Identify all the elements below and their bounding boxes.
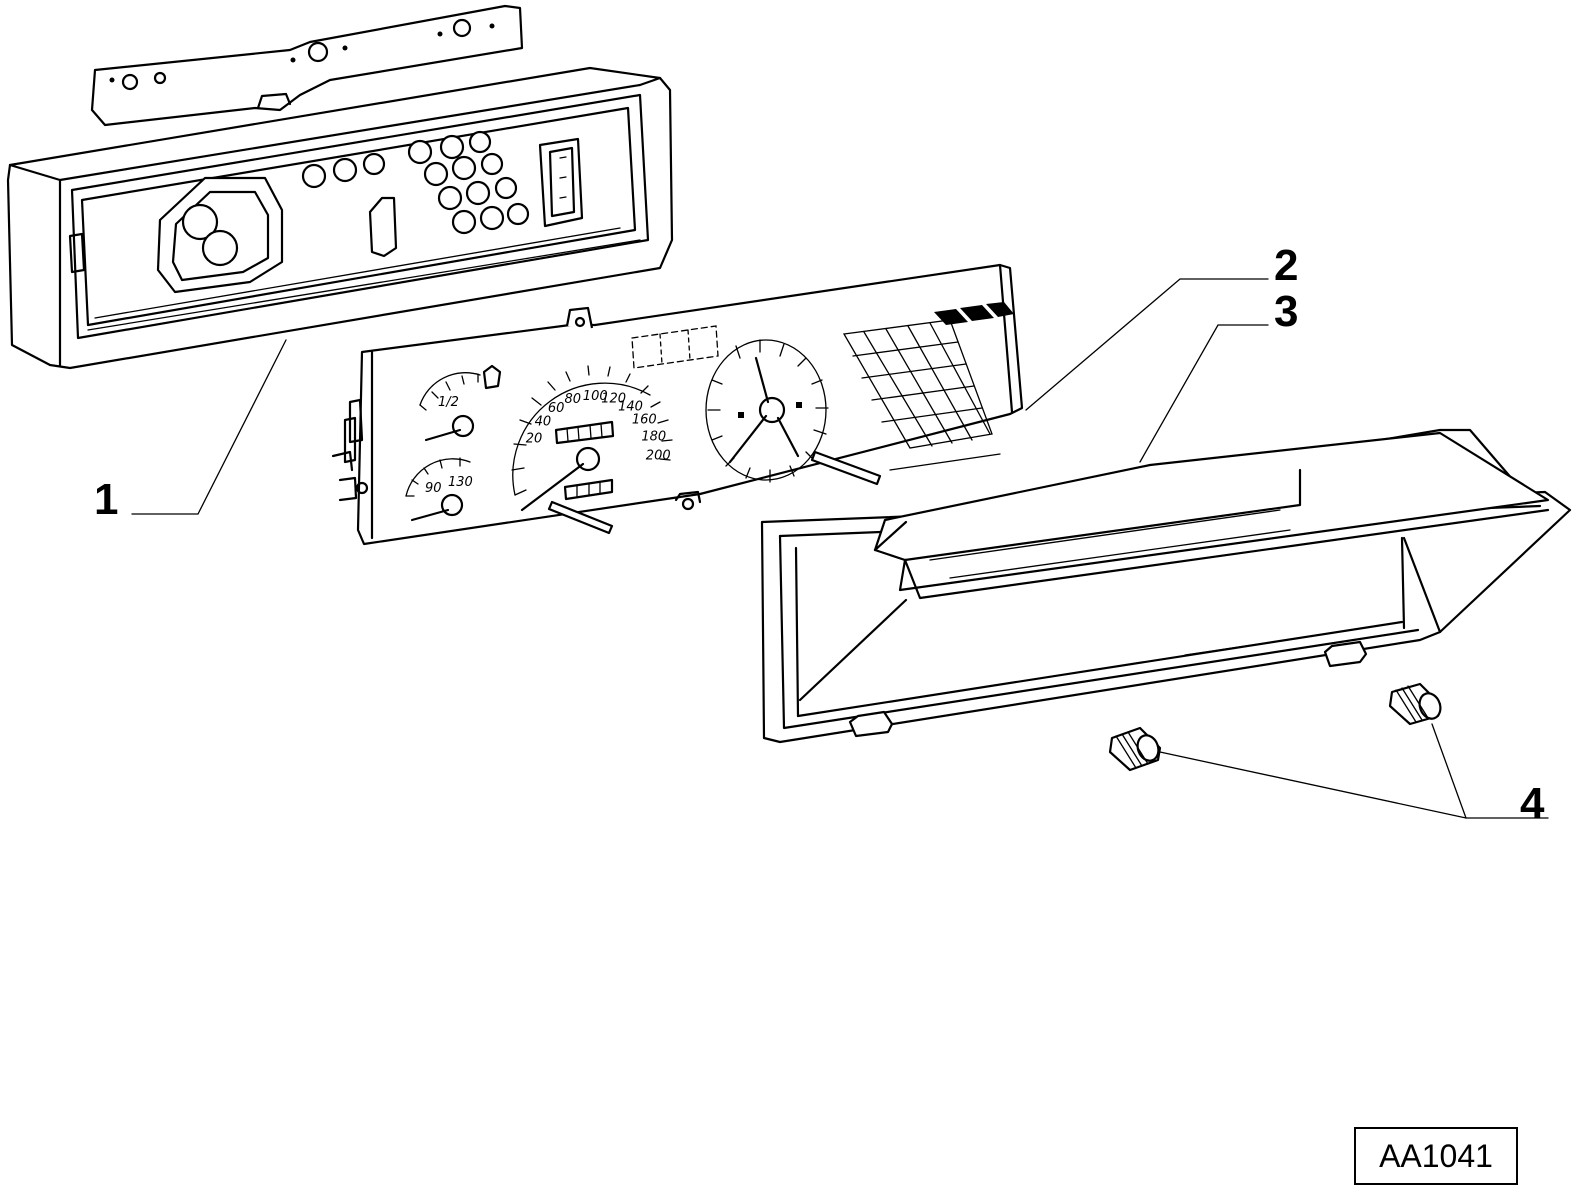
speedo-label-20: 20 xyxy=(526,432,543,447)
leader-3 xyxy=(1139,324,1269,463)
leader-2 xyxy=(1025,278,1269,411)
speedo-label-140: 140 xyxy=(618,400,643,415)
temp-label-130: 130 xyxy=(448,475,473,490)
housing-body xyxy=(6,66,674,370)
knob-left xyxy=(1108,726,1162,772)
leader-4a xyxy=(1159,751,1549,819)
circuit-strip-holes xyxy=(109,18,495,91)
callout-3: 3 xyxy=(1274,287,1298,336)
callout-4: 4 xyxy=(1520,779,1545,828)
leader-lines xyxy=(131,278,1549,819)
fuel-gauge: 1/2 xyxy=(419,364,502,442)
circuit-strip xyxy=(90,4,524,127)
leader-4b xyxy=(1431,723,1467,819)
fuel-gauge-label: 1/2 xyxy=(438,395,459,410)
speedo-label-120: 120 xyxy=(601,392,626,407)
speedo-label-180: 180 xyxy=(641,429,666,444)
leader-1 xyxy=(131,339,287,515)
temp-gauge: 90 130 xyxy=(405,457,473,522)
rear-housing-part-1 xyxy=(6,4,674,370)
knob-right xyxy=(1388,682,1442,726)
callout-2: 2 xyxy=(1274,241,1298,290)
callout-1: 1 xyxy=(94,475,118,524)
drawing-code-box: AA1041 xyxy=(1354,1127,1518,1185)
speedo-label-100: 100 xyxy=(583,389,608,404)
warning-light-grid xyxy=(842,319,993,449)
connector-block xyxy=(538,137,584,228)
temp-label-90: 90 xyxy=(425,481,442,496)
knobs-part-4 xyxy=(1108,682,1442,772)
tachometer xyxy=(705,339,882,486)
speedo-label-60: 60 xyxy=(548,401,565,416)
speedo-label-200: 200 xyxy=(646,448,671,463)
speedo-label-80: 80 xyxy=(565,392,582,407)
lamp-holes xyxy=(301,130,530,235)
speedo-label-160: 160 xyxy=(632,413,657,428)
front-bezel-part-3 xyxy=(760,428,1572,744)
speedo-label-40: 40 xyxy=(535,415,552,430)
brand-logo xyxy=(934,302,1014,325)
